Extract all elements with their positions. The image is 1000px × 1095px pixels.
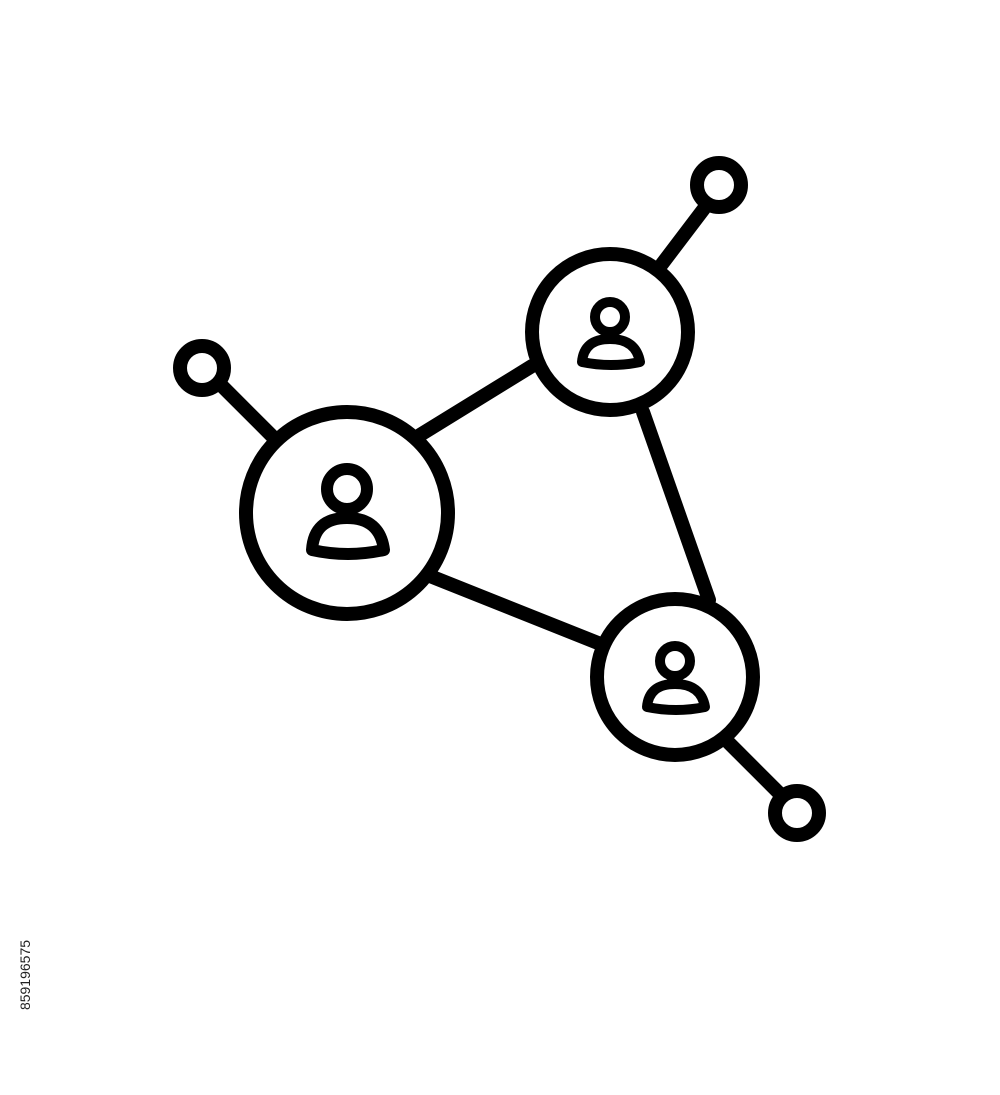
- user-icon-top: [577, 297, 645, 370]
- person-node-bottom: [590, 592, 760, 762]
- satellite-node-upper-left: [173, 339, 231, 397]
- satellite-node-lower-right: [768, 784, 826, 842]
- people-network-icon: [173, 156, 826, 842]
- stock-id-watermark: 859196575: [17, 855, 33, 1010]
- stock-id-text: 859196575: [17, 939, 33, 1011]
- link-line-left-top: [413, 359, 539, 442]
- spoke-line-upper-right: [655, 199, 713, 271]
- link-line-left-bottom: [423, 569, 605, 650]
- spoke-line-lower-right: [721, 735, 789, 803]
- person-node-top: [525, 247, 695, 417]
- satellite-node-upper-right: [690, 156, 748, 214]
- user-icon-left: [306, 463, 390, 560]
- user-icon-bottom: [642, 641, 710, 715]
- link-line-top-bottom: [636, 405, 716, 607]
- person-node-left: [239, 405, 455, 621]
- spoke-line-upper-left: [215, 379, 279, 443]
